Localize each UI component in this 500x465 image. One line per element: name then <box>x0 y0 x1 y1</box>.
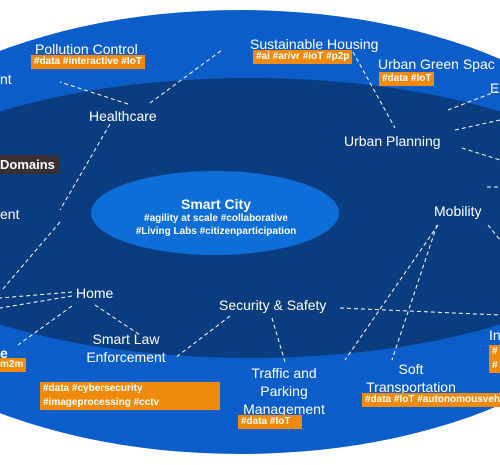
topic-e-partial: E <box>490 80 500 96</box>
tag-right-bottom-1: # <box>489 345 500 359</box>
topic-smart-law-enforcement: Smart Law Enforcement <box>86 331 166 365</box>
tag-smart-law-1: #data #cybersecurity <box>40 382 220 396</box>
tag-sustainable-housing: #ai #ar/vr #IoT #p2p <box>253 50 353 64</box>
topic-left-bottom-partial: e <box>0 345 8 361</box>
topic-left-top-partial: nt <box>0 71 12 87</box>
topic-left-mid-partial: ent <box>0 206 20 222</box>
topic-right-bottom-partial: In <box>489 327 500 343</box>
tag-soft-transportation: #data #IoT #autonomousveh <box>362 393 500 407</box>
topic-soft-transportation: Soft Transportation <box>366 361 456 395</box>
tag-urban-green-spaces: #data #IoT <box>379 72 435 86</box>
domains-label: Domains <box>0 155 59 174</box>
tag-traffic-parking: #data #IoT <box>238 415 302 429</box>
tag-right-bottom-2: # <box>489 359 500 373</box>
domain-urban-planning: Urban Planning <box>344 133 441 149</box>
tag-smart-law-2: #imageprocessing #cctv <box>40 396 220 410</box>
tag-pollution-control: #data #interactive #IoT <box>31 55 145 69</box>
topic-traffic-parking: Traffic and Parking Management <box>243 365 325 417</box>
center-tags: #agility at scale #collaborative #Living… <box>135 213 297 237</box>
topic-sustainable-housing: Sustainable Housing <box>250 36 379 52</box>
topic-urban-green-spaces: Urban Green Spac <box>378 56 495 72</box>
domain-mobility: Mobility <box>434 203 482 219</box>
topic-pollution-control: Pollution Control <box>35 41 138 57</box>
connector-lines <box>0 49 500 363</box>
domain-home: Home <box>76 285 114 301</box>
center-title: Smart City <box>180 196 252 212</box>
domain-security-safety: Security & Safety <box>219 297 327 313</box>
tag-left-bottom: m2m <box>0 358 27 372</box>
center-ellipse <box>91 171 339 255</box>
domain-healthcare: Healthcare <box>89 108 157 124</box>
